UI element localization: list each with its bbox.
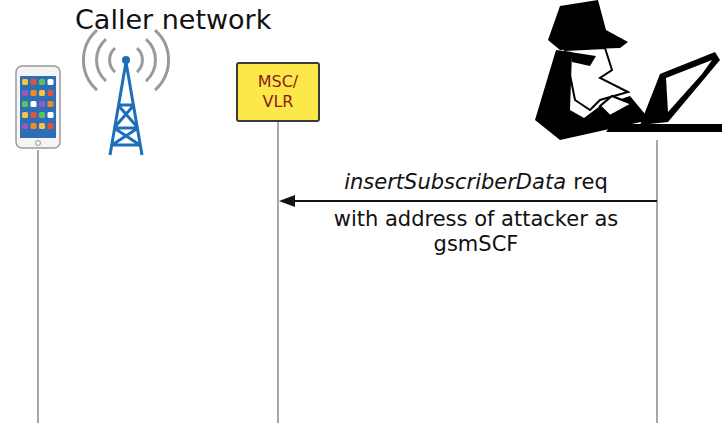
app-icon [22, 90, 28, 96]
app-icon [48, 101, 54, 107]
node-label: MSC/VLR [256, 72, 300, 112]
lifeline [37, 150, 39, 423]
app-icon [22, 112, 28, 118]
app-icon [48, 112, 54, 118]
app-icon [22, 101, 28, 107]
message-arrow [292, 200, 657, 202]
app-icon [39, 90, 45, 96]
radio-tower [83, 30, 168, 155]
app-icon [22, 79, 28, 85]
app-icon [48, 123, 54, 129]
app-icon [31, 101, 37, 107]
app-icon [39, 112, 45, 118]
message-name: insertSubscriberData [344, 170, 566, 194]
lifeline [277, 122, 279, 423]
message-label-row: insertSubscriberData req [344, 170, 608, 194]
app-icon [31, 112, 37, 118]
app-icon [31, 123, 37, 129]
message-label: with address of attacker as gsmSCF [316, 207, 636, 257]
attacker-figure [535, 0, 722, 140]
arrowhead [279, 195, 295, 207]
msc-vlr-box: MSC/VLR [236, 62, 320, 122]
app-icon [22, 123, 28, 129]
network-title: Caller network [75, 4, 271, 35]
app-icon [48, 90, 54, 96]
app-icon [39, 79, 45, 85]
message-label: req [573, 170, 607, 194]
app-icon [39, 101, 45, 107]
app-icon [48, 79, 54, 85]
lifeline [656, 140, 658, 423]
app-icon [39, 123, 45, 129]
app-icon [31, 79, 37, 85]
phone-icon [16, 66, 60, 148]
app-icon [31, 90, 37, 96]
